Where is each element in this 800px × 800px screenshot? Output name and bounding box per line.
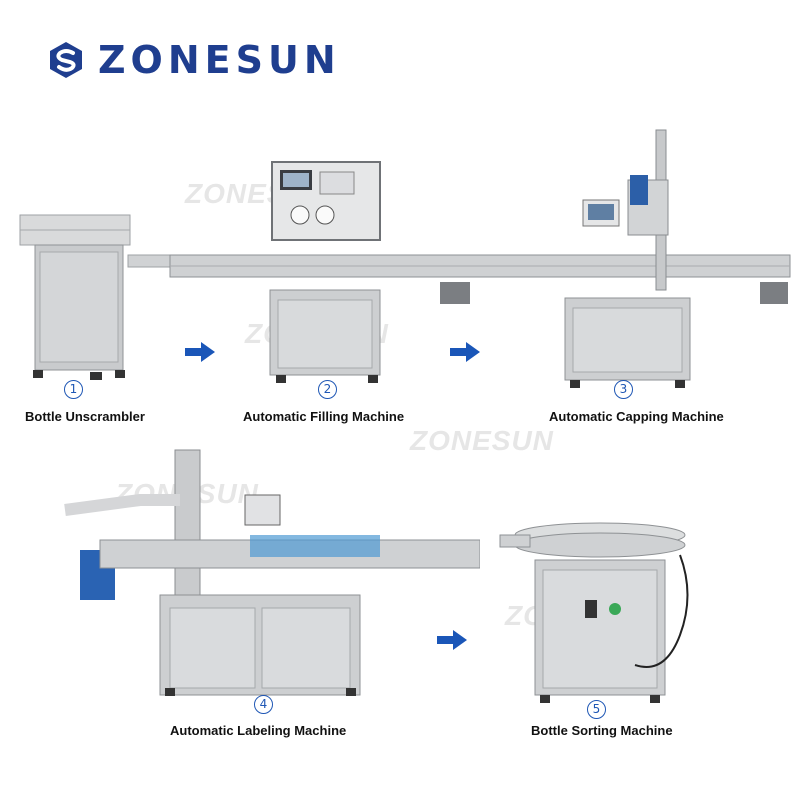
step-number: 1: [64, 380, 83, 399]
machine-label: Bottle Sorting Machine: [531, 723, 673, 738]
labeling-machine-image: [64, 449, 480, 696]
bottle-unscrambler-machine: [19, 214, 174, 380]
conveyor-top: [169, 254, 791, 304]
step-number: 3: [614, 380, 633, 399]
zonesun-logo-icon: [50, 42, 82, 78]
capping-machine: [564, 129, 691, 388]
filling-machine: [269, 161, 381, 383]
machine-label: Bottle Unscrambler: [25, 409, 145, 424]
brand-logo: ZONESUN: [46, 40, 341, 80]
step-number: 4: [254, 695, 273, 714]
brand-name: ZONESUN: [98, 38, 341, 82]
arrow-right-icon: [450, 342, 480, 362]
machine-label: Automatic Capping Machine: [549, 409, 724, 424]
arrow-right-icon: [437, 630, 467, 650]
arrow-right-icon: [185, 342, 215, 362]
machine-label: Automatic Filling Machine: [243, 409, 405, 424]
step-number: 2: [318, 380, 337, 399]
step-number: 5: [587, 700, 606, 719]
top-production-line-image: [19, 129, 791, 388]
bottle-sorting-machine-image: [499, 522, 689, 703]
machine-label: Automatic Labeling Machine: [170, 723, 347, 738]
watermark: ZONESUN: [410, 425, 554, 456]
